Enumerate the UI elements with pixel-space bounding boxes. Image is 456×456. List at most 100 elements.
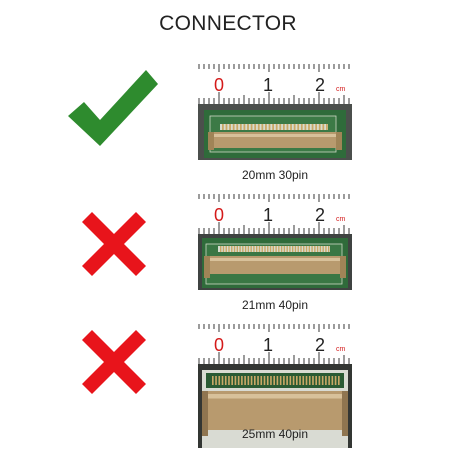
connector-pin — [318, 376, 321, 385]
connector-pin — [297, 246, 299, 252]
connector-pin — [319, 246, 322, 252]
connector-pin — [279, 376, 282, 385]
connector-pin — [292, 246, 294, 252]
connector-pin — [286, 246, 288, 252]
connector-pin — [286, 124, 289, 130]
connector-pin — [305, 376, 308, 385]
ruler-digit-0: 0 — [214, 75, 224, 95]
connector-pin — [266, 376, 269, 385]
ruler-digit-0: 0 — [214, 335, 224, 355]
ruler-unit: cm — [336, 86, 346, 93]
connector-pin — [296, 376, 298, 385]
connector-pin — [290, 124, 292, 130]
connector-pin — [272, 124, 274, 130]
connector-pin — [261, 246, 263, 252]
connector-pin — [244, 246, 247, 252]
connector-pin — [229, 124, 231, 130]
connector-image — [198, 104, 352, 160]
connector-pin — [278, 246, 280, 252]
connector-pin — [300, 246, 302, 252]
connector-pin — [257, 376, 259, 385]
connector-pin — [308, 376, 311, 385]
connector-pin — [308, 124, 310, 130]
connector-pins — [212, 376, 340, 385]
connector-pin — [328, 376, 330, 385]
connector-pin — [275, 246, 277, 252]
connector-pin — [304, 124, 307, 130]
connector-pin — [264, 246, 266, 252]
connector-pin — [269, 246, 272, 252]
connector-pin — [273, 376, 275, 385]
connector-pin — [257, 124, 260, 130]
connector-pin — [322, 124, 325, 130]
connector-pin — [293, 124, 296, 130]
connector-pin — [247, 246, 250, 252]
connector-pin — [289, 376, 292, 385]
connector-pin — [265, 124, 267, 130]
connector-pin — [243, 124, 246, 130]
connector-pin — [286, 376, 288, 385]
connector-pin — [239, 124, 242, 130]
connector-pin — [294, 246, 297, 252]
connector-pin — [325, 376, 327, 385]
connector-pin — [322, 246, 324, 252]
option-label: 20mm 30pin — [241, 168, 309, 182]
ruler-digit-0: 0 — [214, 205, 224, 225]
connector-pin — [315, 124, 318, 130]
connector-pin — [280, 246, 283, 252]
ruler-digit-2: 2 — [315, 75, 325, 95]
connector-pin — [254, 376, 256, 385]
connector-pin — [225, 246, 227, 252]
connector-pin — [299, 376, 301, 385]
connector-pin — [328, 246, 330, 252]
connector-pin — [311, 124, 314, 130]
ruler: 0 1 2 cm — [198, 64, 352, 104]
ruler-digit-1: 1 — [263, 75, 273, 95]
connector-pin — [279, 124, 282, 130]
connector-pin — [233, 246, 236, 252]
connector-pin — [215, 376, 217, 385]
connector-pin — [228, 376, 230, 385]
connector-pin — [314, 246, 316, 252]
connector-pin — [247, 376, 250, 385]
connector-pin — [228, 246, 230, 252]
connector-pin — [276, 376, 279, 385]
connector-pin — [318, 124, 321, 130]
connector-pin — [258, 246, 261, 252]
connector-pin — [302, 376, 305, 385]
connector-pin — [334, 376, 337, 385]
connector-pin — [289, 246, 291, 252]
ruler-digit-2: 2 — [315, 335, 325, 355]
option-label: 21mm 40pin — [241, 298, 309, 312]
connector-pin — [325, 246, 327, 252]
connector-pin — [256, 246, 258, 252]
connector-pin — [242, 246, 244, 252]
connector-pin — [222, 246, 225, 252]
connector-pin — [232, 124, 235, 130]
connector-pin — [292, 376, 295, 385]
connector-pin — [321, 376, 324, 385]
option-label: 25mm 40pin — [241, 427, 309, 441]
connector-pin — [236, 124, 239, 130]
connector-pin — [239, 246, 241, 252]
connector-image — [198, 364, 352, 448]
connector-pin — [315, 376, 317, 385]
connector-pin — [311, 246, 313, 252]
connector-pin — [305, 246, 308, 252]
connector-pin — [221, 376, 224, 385]
connector-pin — [270, 376, 272, 385]
ruler-digit-2: 2 — [315, 205, 325, 225]
connector-pins — [220, 246, 330, 252]
connector-pin — [220, 246, 222, 252]
connector-pin — [268, 124, 271, 130]
cross-icon — [82, 330, 146, 394]
connector-pin — [244, 376, 246, 385]
cross-icon — [82, 212, 146, 276]
connector-pin — [272, 246, 274, 252]
connector-pin — [253, 246, 255, 252]
connector-pin — [224, 376, 227, 385]
ruler-digit-1: 1 — [263, 335, 273, 355]
connector-pin — [237, 376, 240, 385]
connector-pin — [241, 376, 243, 385]
connector-pin — [222, 124, 224, 130]
